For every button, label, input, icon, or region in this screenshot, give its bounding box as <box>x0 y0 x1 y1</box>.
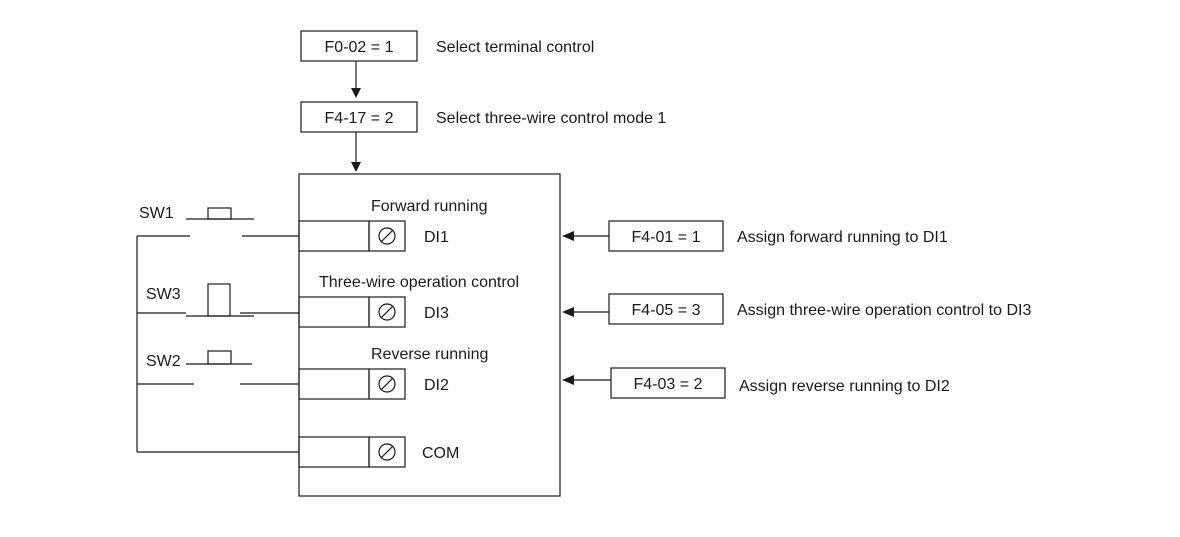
terminal-slot-di2 <box>298 368 370 400</box>
terminal-screw-box-di1 <box>368 220 406 252</box>
arrowhead-left-icon <box>562 307 574 317</box>
terminal-screw-icon <box>378 443 396 461</box>
arrowhead-down-icon <box>351 88 361 98</box>
arrowhead-down-icon <box>351 162 361 172</box>
note-f4-03: Assign reverse running to DI2 <box>739 378 950 395</box>
drive-terminal-block <box>298 173 561 497</box>
push-button-sw2-icon <box>137 350 299 385</box>
terminal-screw-icon <box>378 227 396 245</box>
terminal-screw-icon <box>378 375 396 393</box>
terminal-label-di3: DI3 <box>424 305 449 322</box>
terminal-screw-icon <box>378 303 396 321</box>
switch-label-sw3: SW3 <box>146 286 181 303</box>
param-box-f4-05 <box>608 293 724 325</box>
switch-label-sw2: SW2 <box>146 353 181 370</box>
param-f4-05: F4-05 = 3 <box>632 302 701 319</box>
terminal-slot-com <box>298 436 370 468</box>
arrowhead-left-icon <box>562 375 574 385</box>
note-f4-05: Assign three-wire operation control to D… <box>737 302 1031 319</box>
param-box-f0-02 <box>300 30 418 62</box>
terminal-screw-box-di3 <box>368 296 406 328</box>
note-f4-01: Assign forward running to DI1 <box>737 229 948 246</box>
function-reverse-running: Reverse running <box>371 346 488 363</box>
terminal-label-di2: DI2 <box>424 377 449 394</box>
param-f4-01: F4-01 = 1 <box>632 229 701 246</box>
push-button-sw3-icon <box>137 283 299 317</box>
param-box-f4-03 <box>610 367 726 399</box>
terminal-slot-di1 <box>298 220 370 252</box>
switch-label-sw1: SW1 <box>139 205 174 222</box>
note-f0-02: Select terminal control <box>436 39 594 56</box>
note-f4-17: Select three-wire control mode 1 <box>436 110 666 127</box>
param-f4-03: F4-03 = 2 <box>634 376 703 393</box>
function-three-wire-control: Three-wire operation control <box>319 274 519 291</box>
push-button-sw1-icon <box>137 207 299 237</box>
terminal-label-di1: DI1 <box>424 229 449 246</box>
param-f0-02: F0-02 = 1 <box>325 39 394 56</box>
terminal-label-com: COM <box>422 445 459 462</box>
terminal-screw-box-di2 <box>368 368 406 400</box>
common-bus-wire <box>136 236 299 453</box>
terminal-screw-box-com <box>368 436 406 468</box>
terminal-slot-di3 <box>298 296 370 328</box>
param-f4-17: F4-17 = 2 <box>325 110 394 127</box>
arrowhead-left-icon <box>562 231 574 241</box>
function-forward-running: Forward running <box>371 198 488 215</box>
param-box-f4-17 <box>300 101 418 133</box>
